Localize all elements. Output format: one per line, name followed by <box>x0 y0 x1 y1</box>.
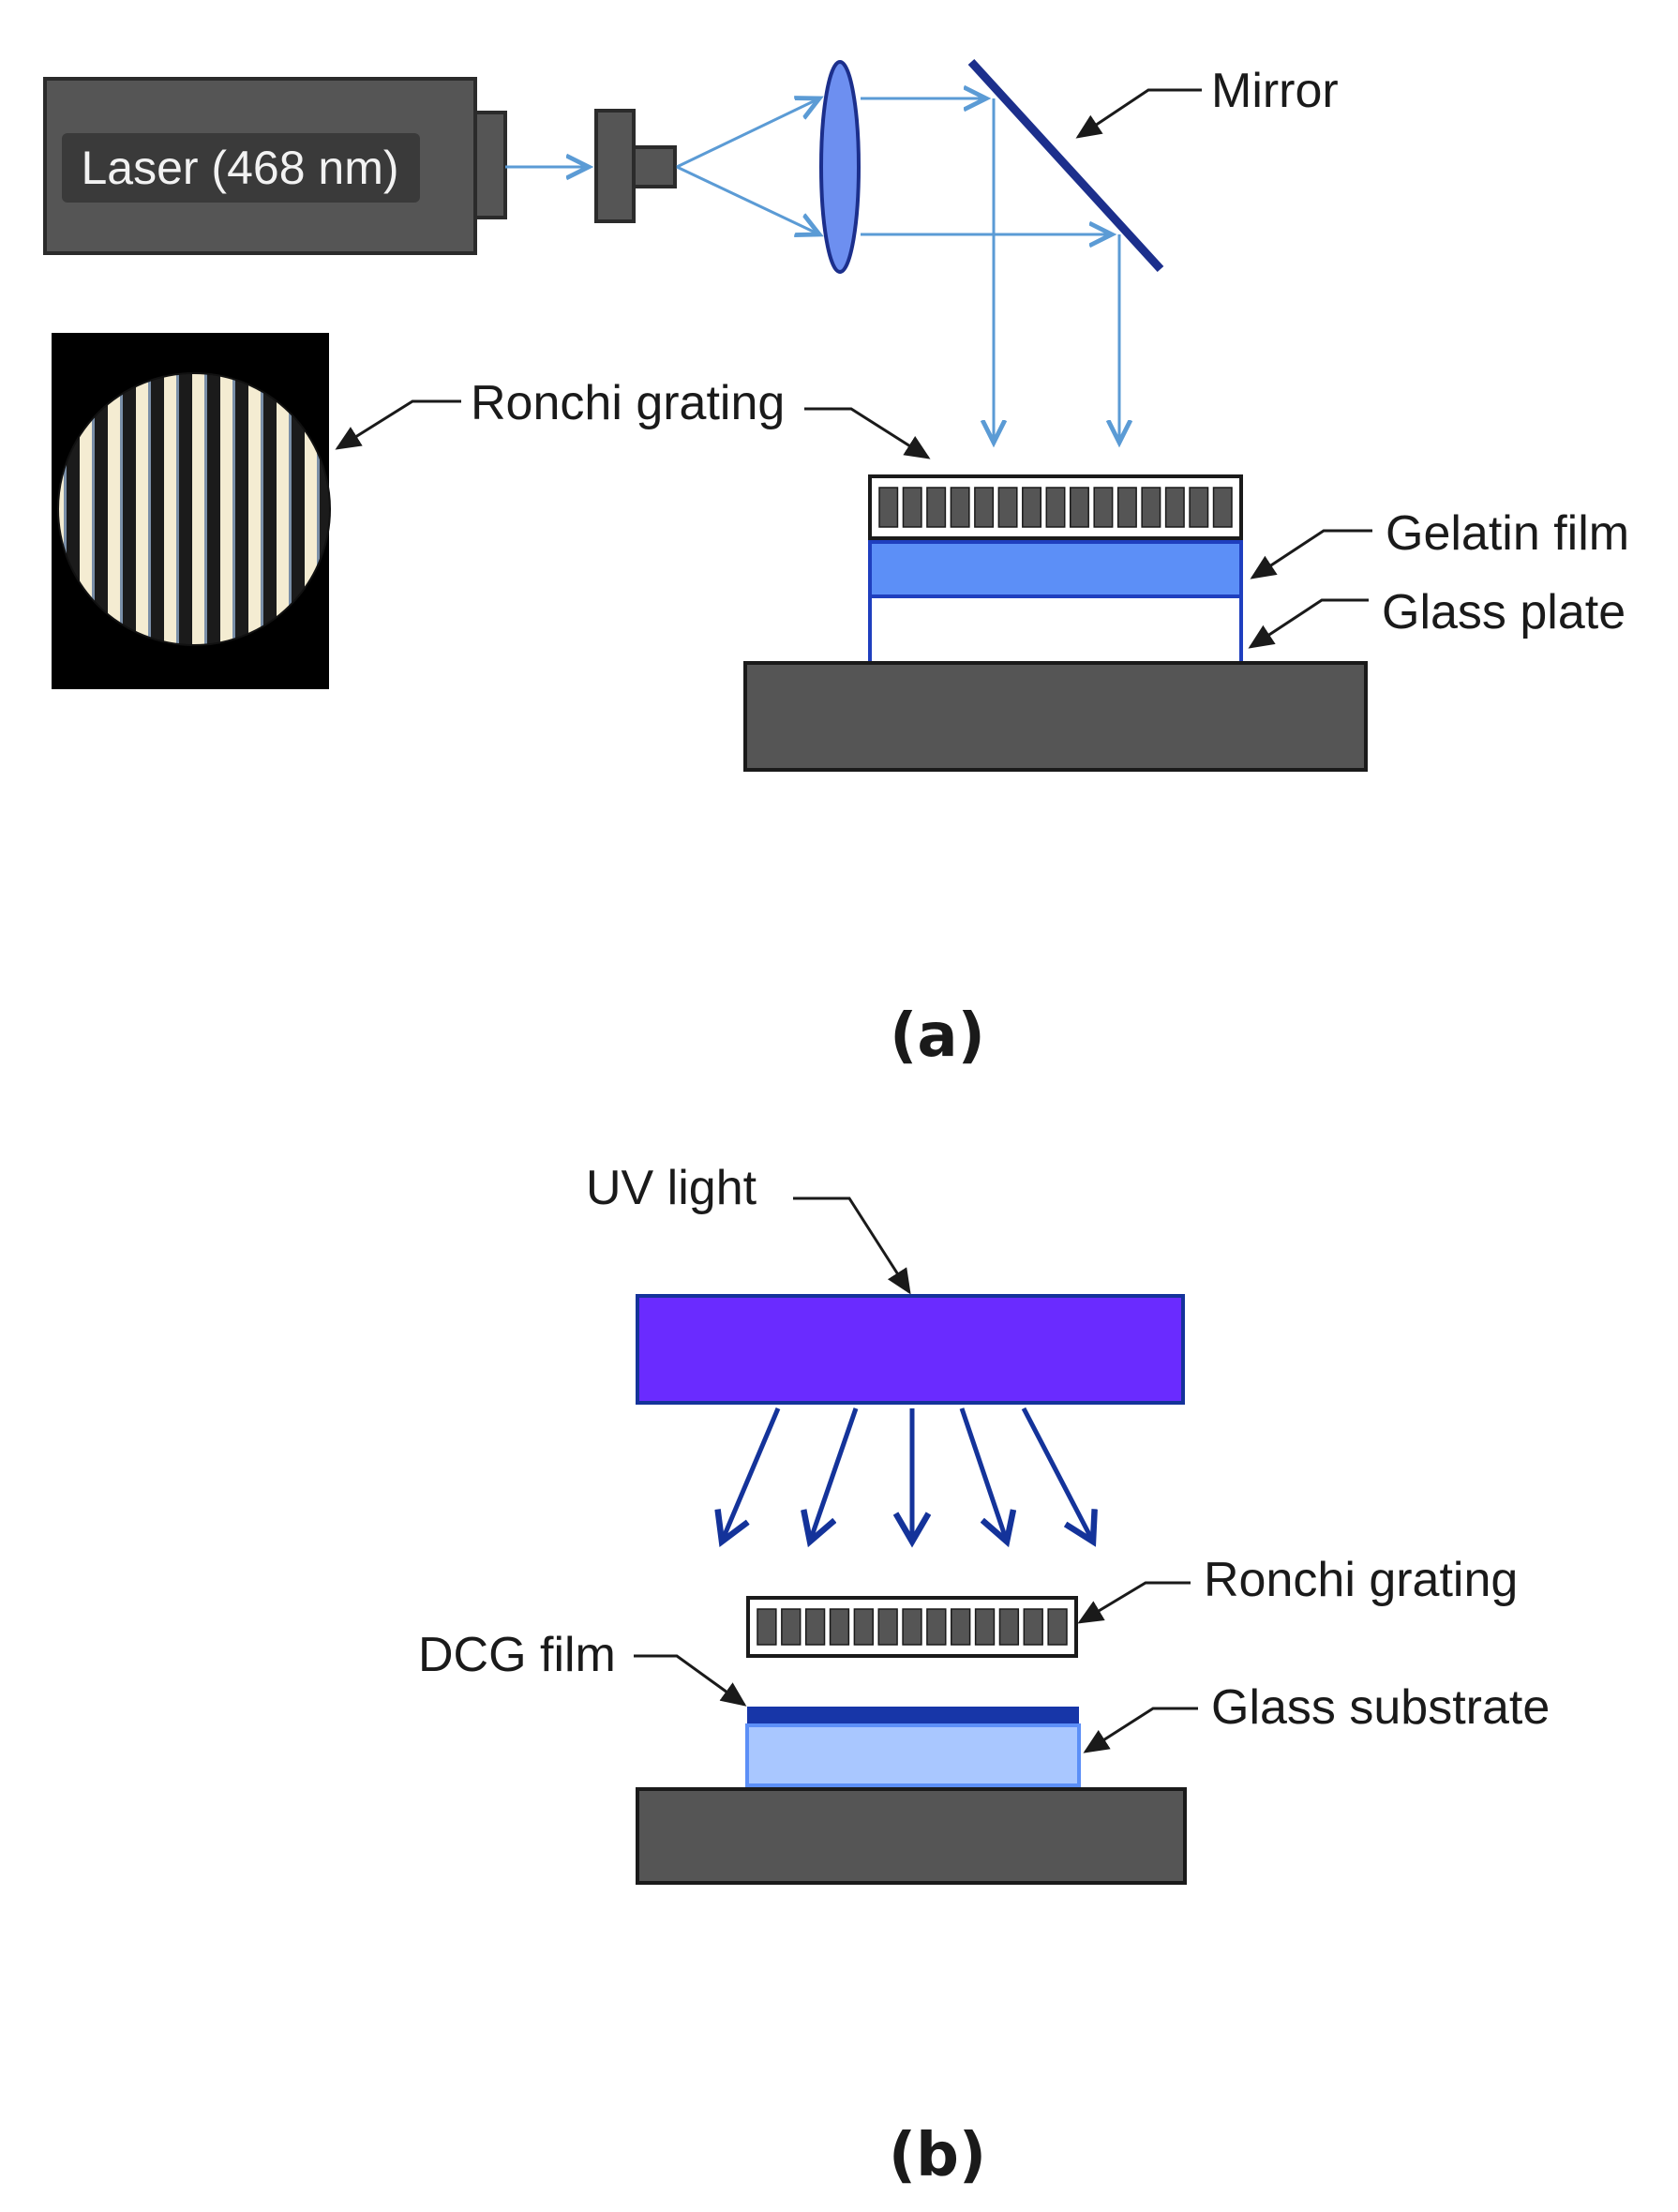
ronchi-b-label: Ronchi grating <box>1204 1553 1518 1607</box>
stage-a <box>743 661 1368 772</box>
uv-ray-5 <box>1021 1407 1093 1542</box>
uv-label: UV light <box>586 1161 757 1215</box>
uv-rays <box>722 1407 1093 1542</box>
grating-slot <box>757 1608 777 1646</box>
dcg-leader <box>634 1654 747 1707</box>
laser-device: Laser (468 nm) <box>43 77 507 255</box>
caption-a: (a) <box>890 1001 985 1071</box>
panel-b: UV light Ronchi grating DCG film Glass <box>418 1161 1550 2190</box>
grating-slot <box>974 487 995 528</box>
gelatin-label: Gelatin film <box>1386 506 1629 561</box>
grating-slot <box>1023 1608 1043 1646</box>
grating-slot <box>902 1608 922 1646</box>
grating-slot <box>1022 487 1042 528</box>
uv-ray-4 <box>959 1407 1007 1542</box>
substrate-leader <box>1083 1707 1198 1753</box>
grating-slot <box>974 1608 996 1646</box>
grating-slot <box>1164 487 1185 528</box>
grating-slot <box>829 1608 850 1646</box>
mirror <box>967 58 1164 273</box>
grating-slot <box>1093 487 1114 528</box>
mirror-label: Mirror <box>1211 64 1339 118</box>
substrate-label: Glass substrate <box>1211 1680 1550 1735</box>
ronchi-grating-a <box>868 474 1243 540</box>
grating-slot <box>950 487 970 528</box>
beam-expander <box>594 109 677 223</box>
laser-label: Laser (468 nm) <box>81 142 398 194</box>
uv-lamp <box>636 1294 1185 1405</box>
collimating-lens <box>819 60 861 274</box>
grating-slot <box>951 1608 971 1646</box>
grating-slot <box>1047 1608 1068 1646</box>
grating-slot <box>1141 487 1161 528</box>
grating-slot <box>998 1608 1020 1646</box>
glass-leader <box>1248 598 1369 649</box>
grating-slot <box>878 487 899 528</box>
beam-diverge-lower <box>676 165 819 234</box>
dcg-film <box>747 1707 1079 1725</box>
panel-a: Laser (468 nm) Mirror Ronchi gr <box>43 58 1629 1071</box>
grating-slot <box>853 1608 874 1646</box>
grating-slot <box>997 487 1018 528</box>
grating-slot <box>877 1608 898 1646</box>
ronchi-label: Ronchi grating <box>471 376 785 430</box>
grating-slot <box>1212 487 1233 528</box>
mirror-leader <box>1075 88 1202 139</box>
gelatin-film <box>868 540 1243 598</box>
ronchi-leader-left <box>335 399 461 450</box>
grating-slot <box>902 487 922 528</box>
dcg-label: DCG film <box>418 1628 616 1682</box>
grating-slot <box>926 1608 947 1646</box>
beam-diverge-upper <box>676 98 819 169</box>
glass-label: Glass plate <box>1382 585 1626 640</box>
grating-slot <box>781 1608 802 1646</box>
gelatin-leader <box>1250 529 1372 579</box>
grating-slot <box>1189 487 1209 528</box>
stage-b <box>636 1787 1187 1885</box>
ronchi-micrograph <box>52 333 331 689</box>
uv-leader <box>793 1196 911 1295</box>
caption-b: (b) <box>889 2121 986 2190</box>
ronchi-b-leader <box>1077 1581 1191 1624</box>
grating-slot <box>1116 487 1137 528</box>
grating-slot <box>926 487 947 528</box>
grating-slot <box>804 1608 826 1646</box>
ronchi-grating-b <box>746 1596 1078 1658</box>
grating-slot <box>1045 487 1066 528</box>
grating-slot <box>1069 487 1089 528</box>
glass-plate <box>868 596 1243 661</box>
uv-ray-1 <box>722 1407 781 1542</box>
ronchi-leader-right <box>804 407 931 459</box>
glass-substrate <box>745 1723 1081 1787</box>
uv-ray-2 <box>810 1407 859 1542</box>
